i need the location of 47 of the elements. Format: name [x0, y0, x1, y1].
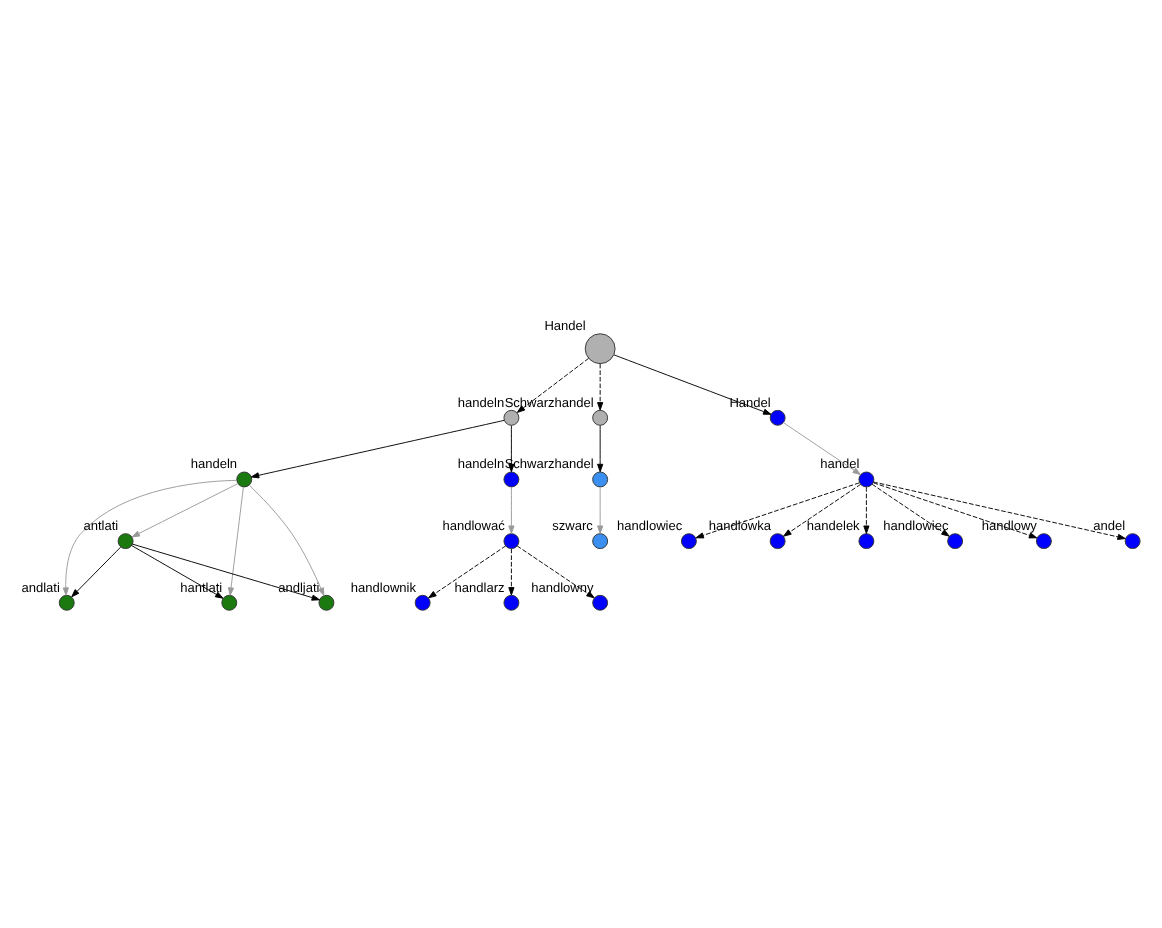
node-circle: [858, 470, 875, 487]
node-circle: [592, 408, 609, 425]
node-circle: [680, 532, 697, 549]
node-circle: [503, 593, 520, 610]
arrow: [597, 485, 604, 533]
node-circle: [592, 470, 609, 487]
node-circle: [318, 593, 335, 610]
arrow: [613, 353, 772, 414]
node-circle: [503, 470, 520, 487]
node-circle: [769, 408, 786, 425]
node-circle: [1035, 532, 1052, 549]
node-circle: [236, 470, 253, 487]
node-circle: [584, 332, 616, 364]
node-circle: [1124, 532, 1141, 549]
arrow: [62, 478, 238, 595]
arrow: [871, 482, 950, 536]
arrow: [227, 485, 244, 595]
arrow: [695, 481, 860, 538]
arrow: [516, 544, 595, 598]
node-circle: [414, 593, 431, 610]
arrow: [508, 485, 515, 533]
node-circle: [221, 593, 238, 610]
arrow: [863, 485, 870, 533]
arrow: [131, 482, 239, 537]
arrow: [131, 544, 224, 598]
arrow: [71, 545, 122, 597]
node-circle: [592, 593, 609, 610]
node-circle: [503, 532, 520, 549]
node-circle: [503, 408, 520, 425]
arrow: [132, 542, 320, 600]
arrow: [873, 481, 1038, 538]
node-circle: [117, 532, 134, 549]
node-circle: [58, 593, 75, 610]
node-circle: [858, 532, 875, 549]
arrow: [783, 482, 862, 536]
arrow: [428, 544, 507, 598]
node-circle: [769, 532, 786, 549]
arrow: [597, 424, 604, 472]
node-circle: [947, 532, 964, 549]
arrow: [248, 483, 325, 595]
arrow: [597, 362, 604, 410]
node-circle: [592, 532, 609, 549]
arrow: [516, 356, 589, 412]
arrow: [783, 421, 861, 474]
arrow: [508, 547, 515, 595]
arrow: [250, 418, 505, 478]
arrow: [873, 480, 1126, 539]
